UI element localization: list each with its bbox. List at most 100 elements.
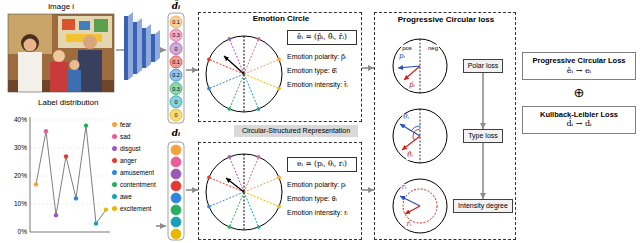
vector-value: 0.3 (172, 85, 180, 91)
loss-circle (393, 39, 447, 233)
vector-value: 0 (174, 112, 177, 118)
input-photo (78, 50, 102, 92)
flow-arrow (482, 73, 484, 129)
node-label: Emotion polarity: p̂ᵢ (287, 53, 346, 61)
input-photo (8, 14, 114, 92)
legend-text: excitement (120, 205, 151, 212)
distribution-plot (30, 148, 110, 149)
distribution-plot (30, 117, 110, 232)
legend-row: sad (112, 130, 156, 142)
emotion-circle (209, 74, 244, 89)
input-photo (53, 50, 65, 62)
math-symbol: p̂ᵢ (408, 82, 416, 90)
pole-label: neg (427, 45, 439, 52)
legend-swatch (112, 170, 117, 175)
vector-cell (170, 16, 182, 239)
formula-box: êᵢ = (p̂ᵢ, θ̂ᵢ, r̂ᵢ) (287, 30, 357, 45)
flow-arrow (156, 225, 166, 227)
input-photo (70, 60, 80, 70)
node-label: Kullback-Leibler Loss (526, 111, 632, 120)
image-panel: Image i (6, 2, 116, 94)
flow-arrow (362, 189, 374, 191)
input-photo (58, 16, 112, 48)
vector-cell (170, 29, 182, 41)
input-photo (8, 14, 114, 92)
label-vector: dᵢ (166, 128, 186, 242)
emotion-circle (244, 157, 259, 192)
emotion-circle (228, 37, 232, 41)
node-label: Intensity degree (458, 202, 508, 210)
node-label: Label distribution (38, 98, 98, 107)
emotion-circle (224, 56, 244, 74)
emotion-circle (209, 177, 244, 192)
node-label: Emotion intensity: r̂ᵢ (287, 81, 348, 89)
math-symbol: pᵢ (398, 53, 406, 61)
input-photo (83, 35, 97, 49)
legend-text: anger (120, 157, 137, 164)
loss-circle (398, 66, 420, 68)
legend-text: amusement (120, 169, 154, 176)
input-photo (18, 52, 42, 92)
node-label: Emotion polarity: pᵢ (287, 181, 346, 189)
emotion-circle (206, 36, 282, 112)
legend-row: awe (112, 190, 156, 202)
emotion-circle (207, 58, 211, 62)
axis-tick: 30% (14, 144, 27, 151)
emotion-circle (209, 59, 244, 74)
axis-tick: 20% (14, 172, 27, 179)
loss-box: Progressive Circular Lossêᵢ → eᵢ (522, 52, 636, 80)
emotion-circle (228, 107, 232, 111)
loss-circle (393, 179, 447, 233)
cnn-layers (151, 34, 155, 62)
node-label: Circular-Structured Representation (236, 127, 356, 135)
cnn-layers (142, 28, 146, 68)
distribution-plot (30, 176, 110, 177)
distribution-plot (94, 221, 98, 225)
legend-row: disgust (112, 142, 156, 154)
vector-cell (170, 96, 182, 108)
vector-cell (171, 193, 181, 203)
distribution-plot (64, 154, 68, 158)
vector-value: 0.3 (172, 32, 180, 38)
loss-circle (405, 206, 420, 214)
cnn-layers (124, 12, 160, 80)
loss-circle (402, 136, 420, 150)
cnn-layers (128, 12, 133, 80)
distribution-plot (30, 120, 110, 121)
distribution-plot (30, 232, 110, 233)
vector-cell (170, 109, 182, 121)
emotion-circle (244, 59, 279, 74)
emotion-circle (244, 192, 259, 227)
legend-text: contentment (120, 181, 156, 188)
distribution-plot (36, 126, 106, 224)
input-photo (62, 19, 75, 30)
legend-text: disgust (120, 145, 141, 152)
loss-circle (400, 196, 420, 206)
node-label: Progressive Circular loss (398, 15, 495, 24)
node-label: dᵢ (172, 128, 180, 138)
vector-cell (170, 43, 182, 55)
vector-value: 0 (174, 45, 177, 51)
input-photo (50, 62, 68, 92)
input-photo (8, 14, 114, 92)
loss-circle (403, 189, 437, 223)
axis-tick: 40% (14, 116, 27, 123)
node-label: Emotion intensity: rᵢ (287, 209, 348, 217)
legend-row: amusement (112, 166, 156, 178)
legend-swatch (112, 122, 117, 127)
math-symbol: θ̂ᵢ (406, 152, 414, 160)
vector-cell (171, 217, 181, 227)
flow-arrow (186, 69, 198, 71)
input-photo (68, 70, 81, 92)
vector-value: 0.2 (172, 72, 180, 78)
legend-swatch (112, 182, 117, 187)
node-label: Image i (48, 2, 74, 11)
distribution-plot (34, 182, 38, 186)
loss-step-box: Type loss (463, 129, 503, 143)
emotion-circle (244, 74, 259, 109)
input-photo (8, 14, 52, 54)
emotion-circle (277, 58, 281, 62)
emotion-circle (277, 87, 281, 91)
plus-symbol: ⊕ (574, 86, 585, 100)
emotion-circle-panel: êᵢ = (p̂ᵢ, θ̂ᵢ, r̂ᵢ)Emotion CircleEmotio… (198, 12, 362, 122)
